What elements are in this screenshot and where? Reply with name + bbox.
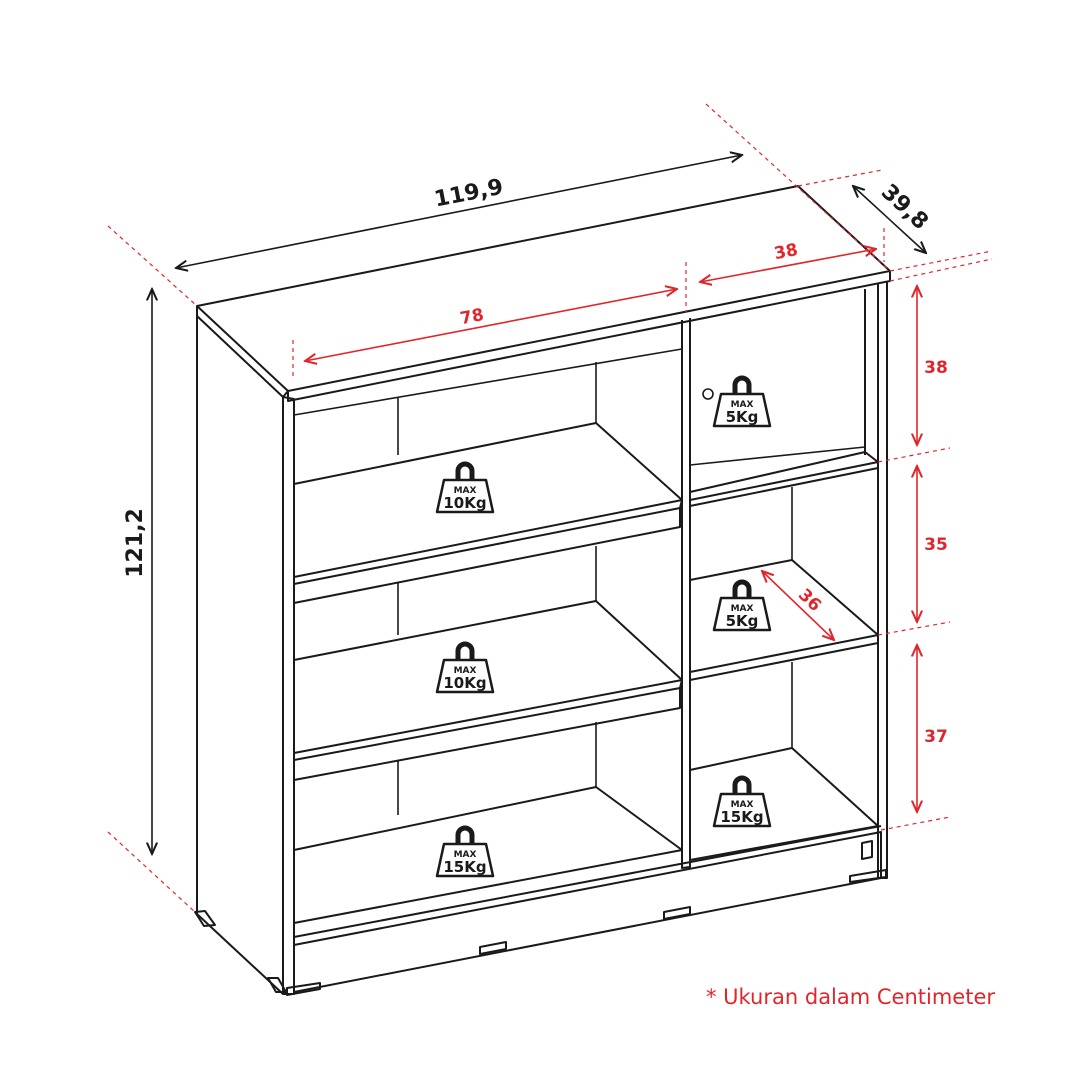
weight-icon-right-middle: MAX 5Kg	[714, 582, 770, 630]
overall-width-label: 119,9	[432, 175, 505, 213]
units-note: * Ukuran dalam Centimeter	[706, 985, 996, 1009]
cabinet-outline	[194, 185, 891, 996]
weight-value-right-bottom: 15Kg	[720, 808, 763, 826]
overall-height-label: 121,2	[123, 508, 148, 578]
weight-value-right-top: 5Kg	[726, 408, 759, 426]
right-shelf-depth-label: 36	[794, 585, 825, 616]
weight-max-label: MAX	[731, 800, 754, 810]
weight-value-left-bottom: 15Kg	[443, 858, 486, 876]
weight-value-left-middle: 10Kg	[443, 674, 486, 692]
right-top-height-label: 38	[924, 358, 948, 378]
weight-max-label: MAX	[454, 486, 477, 496]
weight-icon-right-bottom: MAX 15Kg	[714, 778, 770, 826]
weight-icon-right-top: MAX 5Kg	[714, 378, 770, 426]
weight-max-label: MAX	[454, 666, 477, 676]
weight-value-left-top: 10Kg	[443, 494, 486, 512]
overall-depth-label: 39,8	[876, 180, 933, 235]
weight-value-right-middle: 5Kg	[726, 612, 759, 630]
right-bottom-height-label: 37	[924, 727, 948, 747]
weight-max-label: MAX	[454, 850, 477, 860]
right-middle-height-label: 35	[924, 535, 948, 555]
weight-max-label: MAX	[731, 400, 754, 410]
weight-max-label: MAX	[731, 604, 754, 614]
weight-icon-left-middle: MAX 10Kg	[437, 644, 493, 692]
extension-lines	[107, 103, 993, 913]
weight-icon-left-bottom: MAX 15Kg	[437, 828, 493, 876]
dimension-arrows	[152, 155, 926, 854]
left-section-width-label: 78	[459, 305, 486, 329]
right-section-width-label: 38	[773, 240, 800, 264]
weight-icon-left-top: MAX 10Kg	[437, 464, 493, 512]
